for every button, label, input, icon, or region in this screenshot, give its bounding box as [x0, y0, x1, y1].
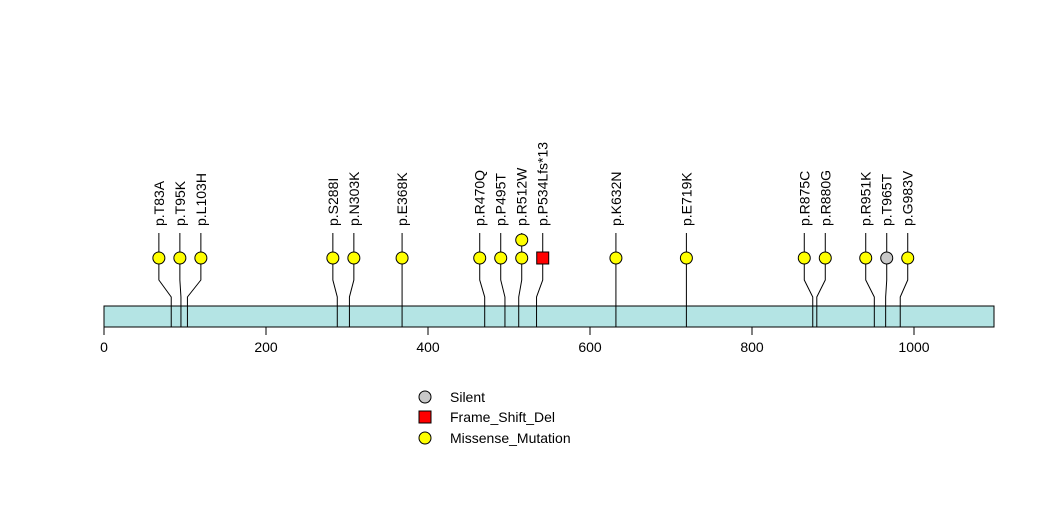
- mutation-head-circle: [326, 251, 340, 265]
- x-tick-label: 200: [254, 339, 278, 355]
- mutation-head-circle: [797, 251, 811, 265]
- mutation-head-circle: [395, 251, 409, 265]
- legend-swatch-square: [418, 410, 432, 424]
- legend-swatch-circle: [418, 431, 432, 445]
- x-tick-label: 600: [578, 339, 602, 355]
- mutation-head-circle: [679, 251, 693, 265]
- mutation-label: p.P534Lfs*13: [535, 142, 551, 226]
- mutation-label: p.R951K: [858, 171, 874, 226]
- mutation-label: p.T95K: [172, 180, 188, 226]
- mutation-head-circle: [880, 251, 894, 265]
- mutation-head-circle: [818, 251, 832, 265]
- mutation-label: p.T965T: [879, 173, 895, 226]
- mutation-label: p.S288I: [325, 178, 341, 226]
- legend-label: Frame_Shift_Del: [450, 409, 555, 425]
- x-axis: 0 200 400 600 800 1000: [100, 326, 930, 355]
- mutation-head-circle: [859, 251, 873, 265]
- legend-swatch-circle: [418, 390, 432, 404]
- mutation-label: p.R470Q: [472, 170, 488, 226]
- bar-position-marks: [170, 306, 901, 327]
- mutation-label: p.T83A: [151, 180, 167, 226]
- mutation-head-circle: [152, 251, 166, 265]
- x-tick-label: 1000: [898, 339, 929, 355]
- mutation-label: p.E368K: [394, 172, 410, 226]
- mutation-labels: p.T83A p.T95K p.L103H p.S288I p.N303K p.E368K…: [151, 142, 916, 226]
- mutation-head-circle: [609, 251, 623, 265]
- mutation-label: p.R512W: [514, 167, 530, 226]
- mutation-head-circle: [515, 251, 529, 265]
- x-tick-label: 800: [740, 339, 764, 355]
- mutation-head-circle: [473, 251, 487, 265]
- legend-label: Silent: [450, 389, 485, 405]
- x-tick-label: 400: [416, 339, 440, 355]
- mutation-label: p.P495T: [493, 173, 509, 226]
- x-tick-label: 0: [100, 339, 108, 355]
- legend-label: Missense_Mutation: [450, 430, 571, 446]
- mutation-head-circle: [173, 251, 187, 265]
- mutation-heads: [152, 233, 915, 265]
- protein-bar: [103, 305, 995, 328]
- mutation-head-circle: [347, 251, 361, 265]
- mutation-label: p.L103H: [193, 173, 209, 226]
- mutation-label: p.G983V: [900, 170, 916, 226]
- mutation-head-circle: [194, 251, 208, 265]
- mutation-head-circle: [494, 251, 508, 265]
- mutation-head-circle: [901, 251, 915, 265]
- mutation-label: p.K632N: [608, 172, 624, 226]
- mutation-label: p.E719K: [678, 172, 694, 226]
- mutation-label: p.N303K: [346, 171, 362, 226]
- mutation-head-circle: [515, 233, 529, 247]
- mutation-head-square: [536, 251, 550, 265]
- mutation-label: p.R880G: [817, 170, 833, 226]
- mutation-label: p.R875C: [796, 171, 812, 226]
